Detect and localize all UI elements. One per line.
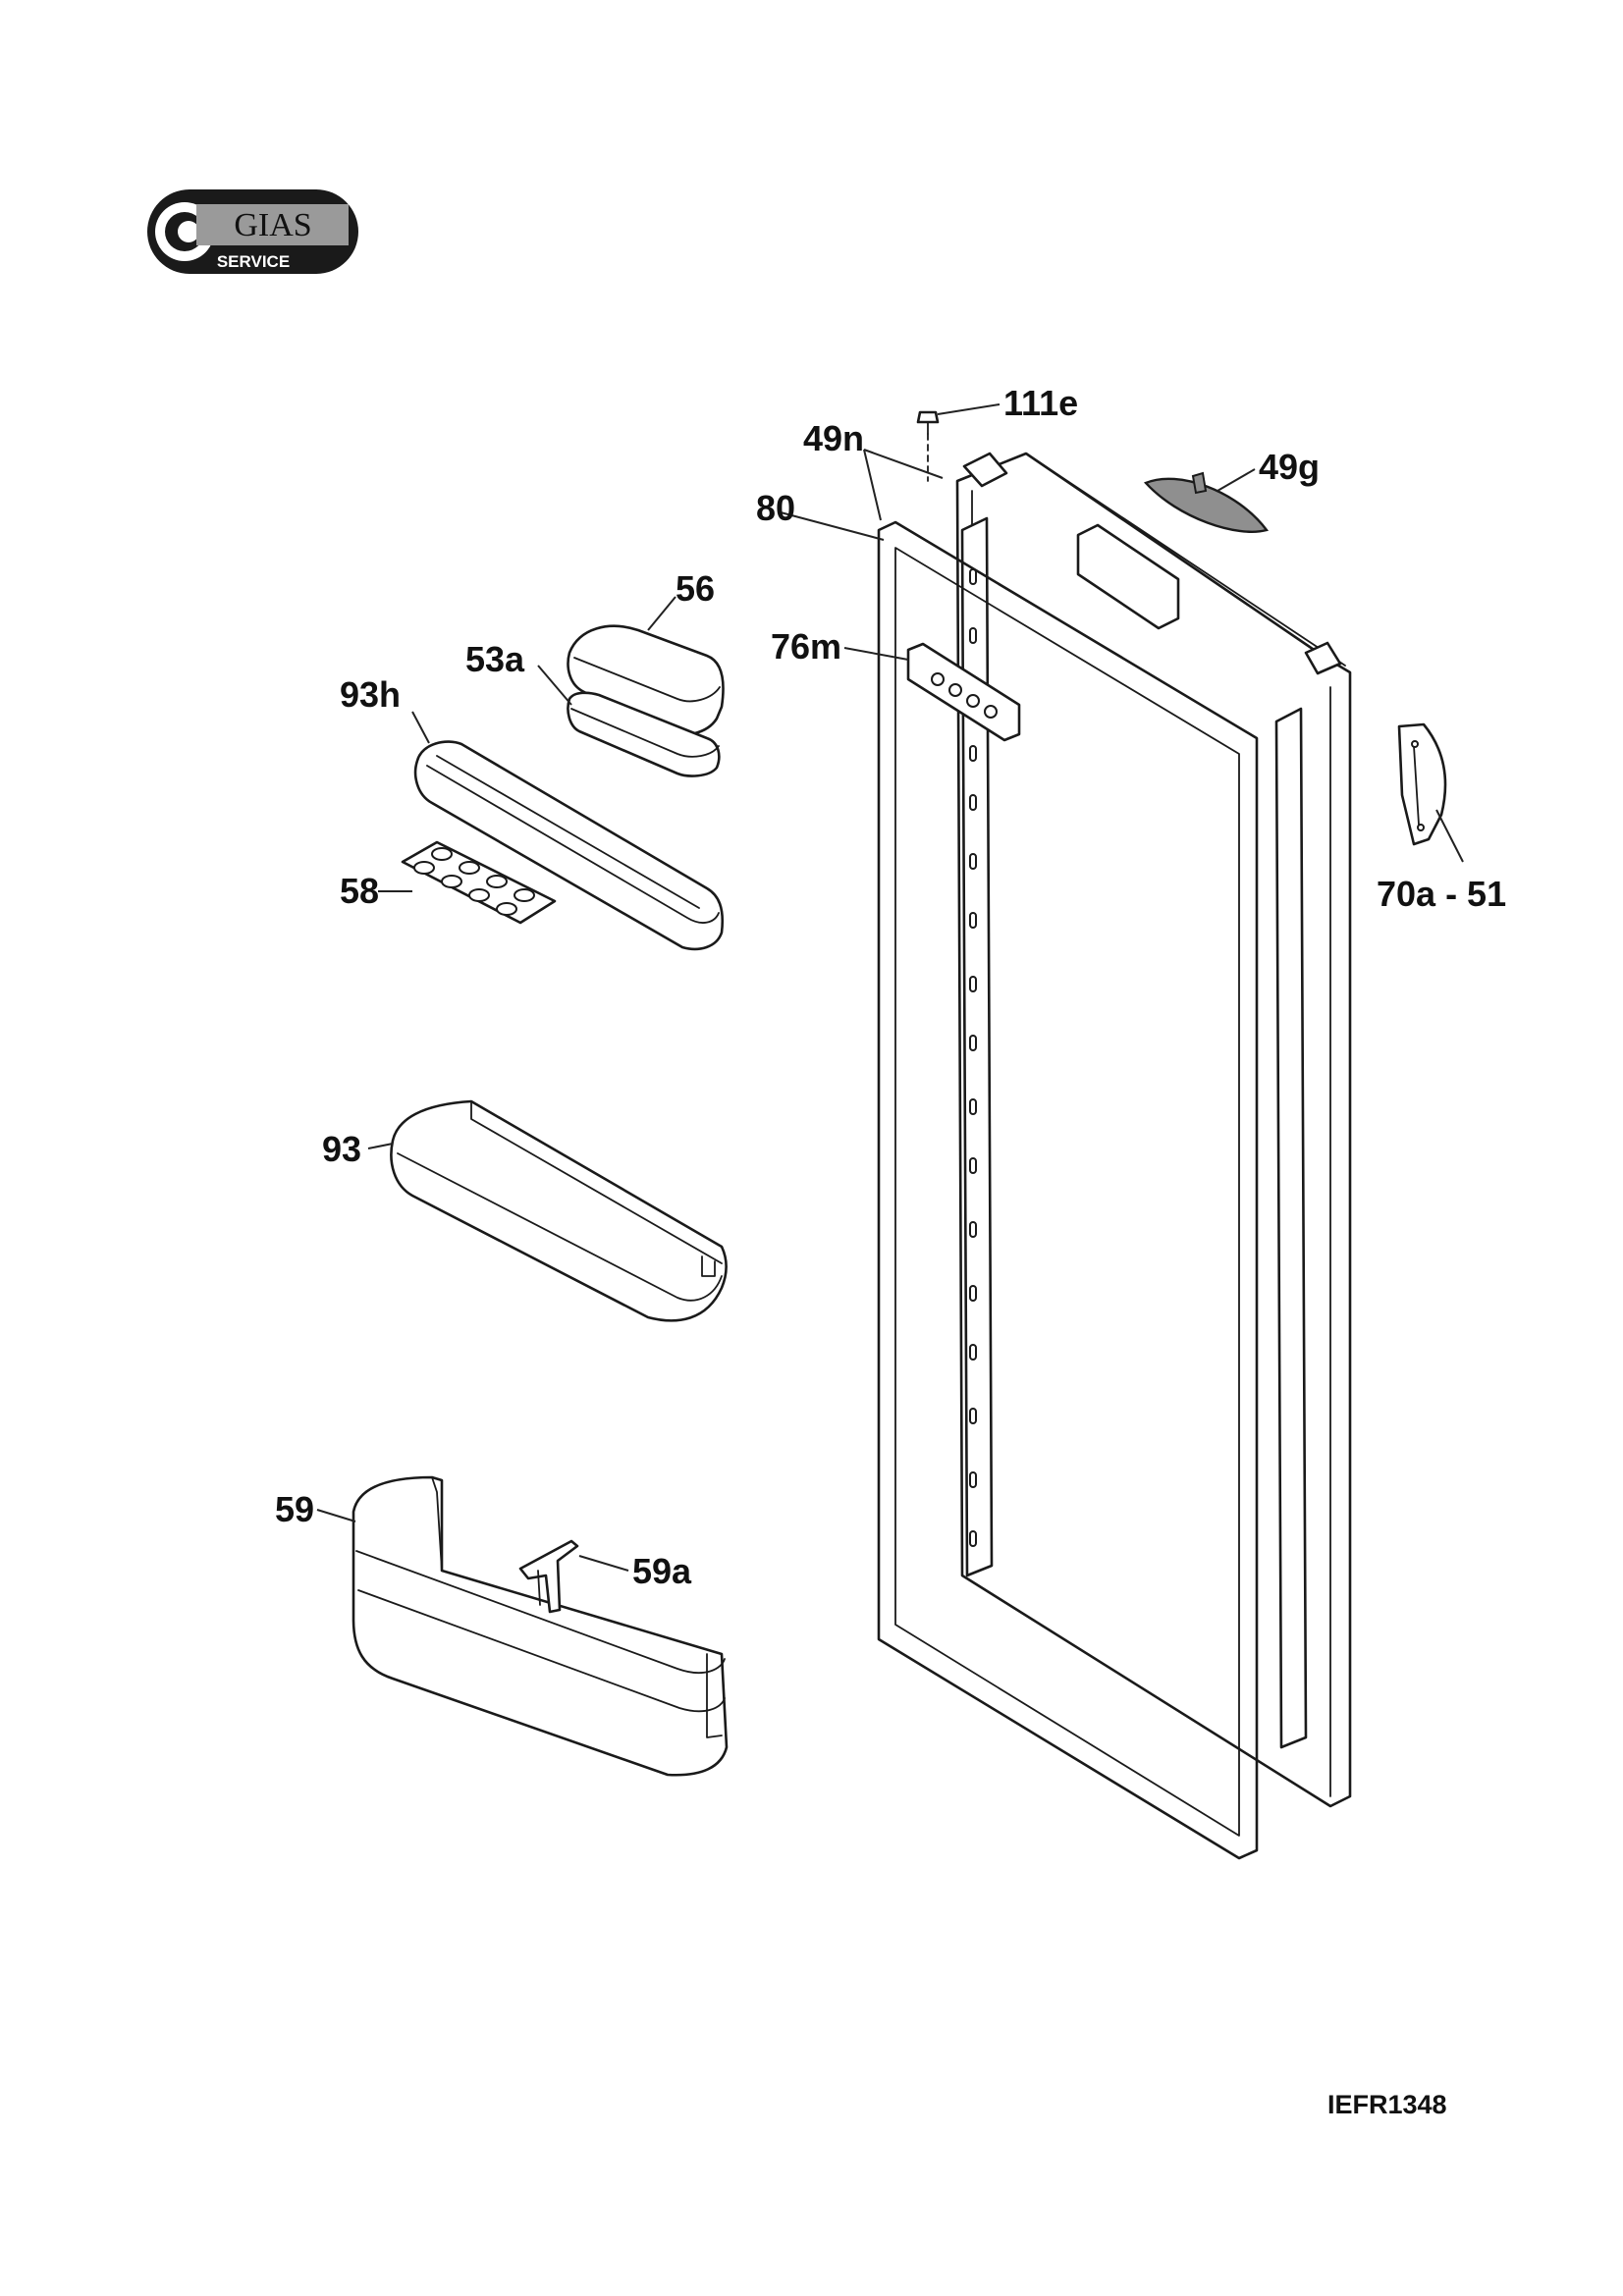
logo-tagline-text: SERVICE	[217, 252, 290, 271]
label-59a: 59a	[632, 1551, 692, 1591]
leader-49n-b	[863, 449, 882, 521]
leader-93h	[411, 711, 430, 744]
label-93h: 93h	[340, 674, 401, 715]
egg-tray-58	[401, 840, 557, 925]
shelf-slot-holes	[969, 568, 977, 1547]
leader-70a-51	[1435, 809, 1464, 863]
leader-80	[780, 511, 885, 541]
butter-compartment-base-53a	[567, 691, 721, 777]
leader-93	[367, 1143, 394, 1149]
gias-service-logo: GIAS SERVICE	[147, 189, 358, 274]
leader-56	[647, 596, 676, 631]
leader-76m	[843, 647, 909, 661]
door-bin-59	[352, 1475, 729, 1777]
door-handle-70a-51	[1397, 722, 1447, 846]
hinge-cover-49g	[1143, 471, 1270, 533]
leader-59	[316, 1509, 356, 1522]
screw-111e	[916, 410, 940, 482]
label-70a-51: 70a - 51	[1377, 874, 1506, 914]
label-76m: 76m	[771, 626, 841, 667]
bin-clip-59a	[518, 1539, 579, 1614]
leader-49n-a	[863, 449, 944, 479]
label-93: 93	[322, 1129, 361, 1169]
leader-111e	[937, 403, 1001, 415]
logo-brand-text: GIAS	[234, 207, 311, 243]
butter-compartment-56	[567, 624, 725, 736]
leader-lines	[316, 403, 1464, 1572]
door-inner-liner	[955, 452, 1352, 1808]
label-59: 59	[275, 1489, 314, 1529]
leader-49g	[1217, 468, 1256, 492]
door-shelf-93h	[413, 740, 725, 951]
label-80: 80	[756, 488, 795, 528]
door-shelf-93	[390, 1099, 728, 1322]
callout-labels: 111e 49n 49g 80 56 53a 76m 93h 58 70a - …	[275, 383, 1506, 1591]
label-56: 56	[676, 568, 715, 609]
control-panel-76m	[906, 642, 1021, 742]
label-58: 58	[340, 871, 379, 911]
drawing-code: IEFR1348	[1327, 2090, 1447, 2119]
label-111e: 111e	[1003, 383, 1078, 423]
label-49n: 49n	[803, 418, 864, 458]
door-gasket	[877, 520, 1259, 1860]
label-53a: 53a	[465, 639, 525, 679]
leader-53a	[537, 665, 572, 706]
label-49g: 49g	[1259, 447, 1320, 487]
leader-59a	[578, 1555, 629, 1572]
